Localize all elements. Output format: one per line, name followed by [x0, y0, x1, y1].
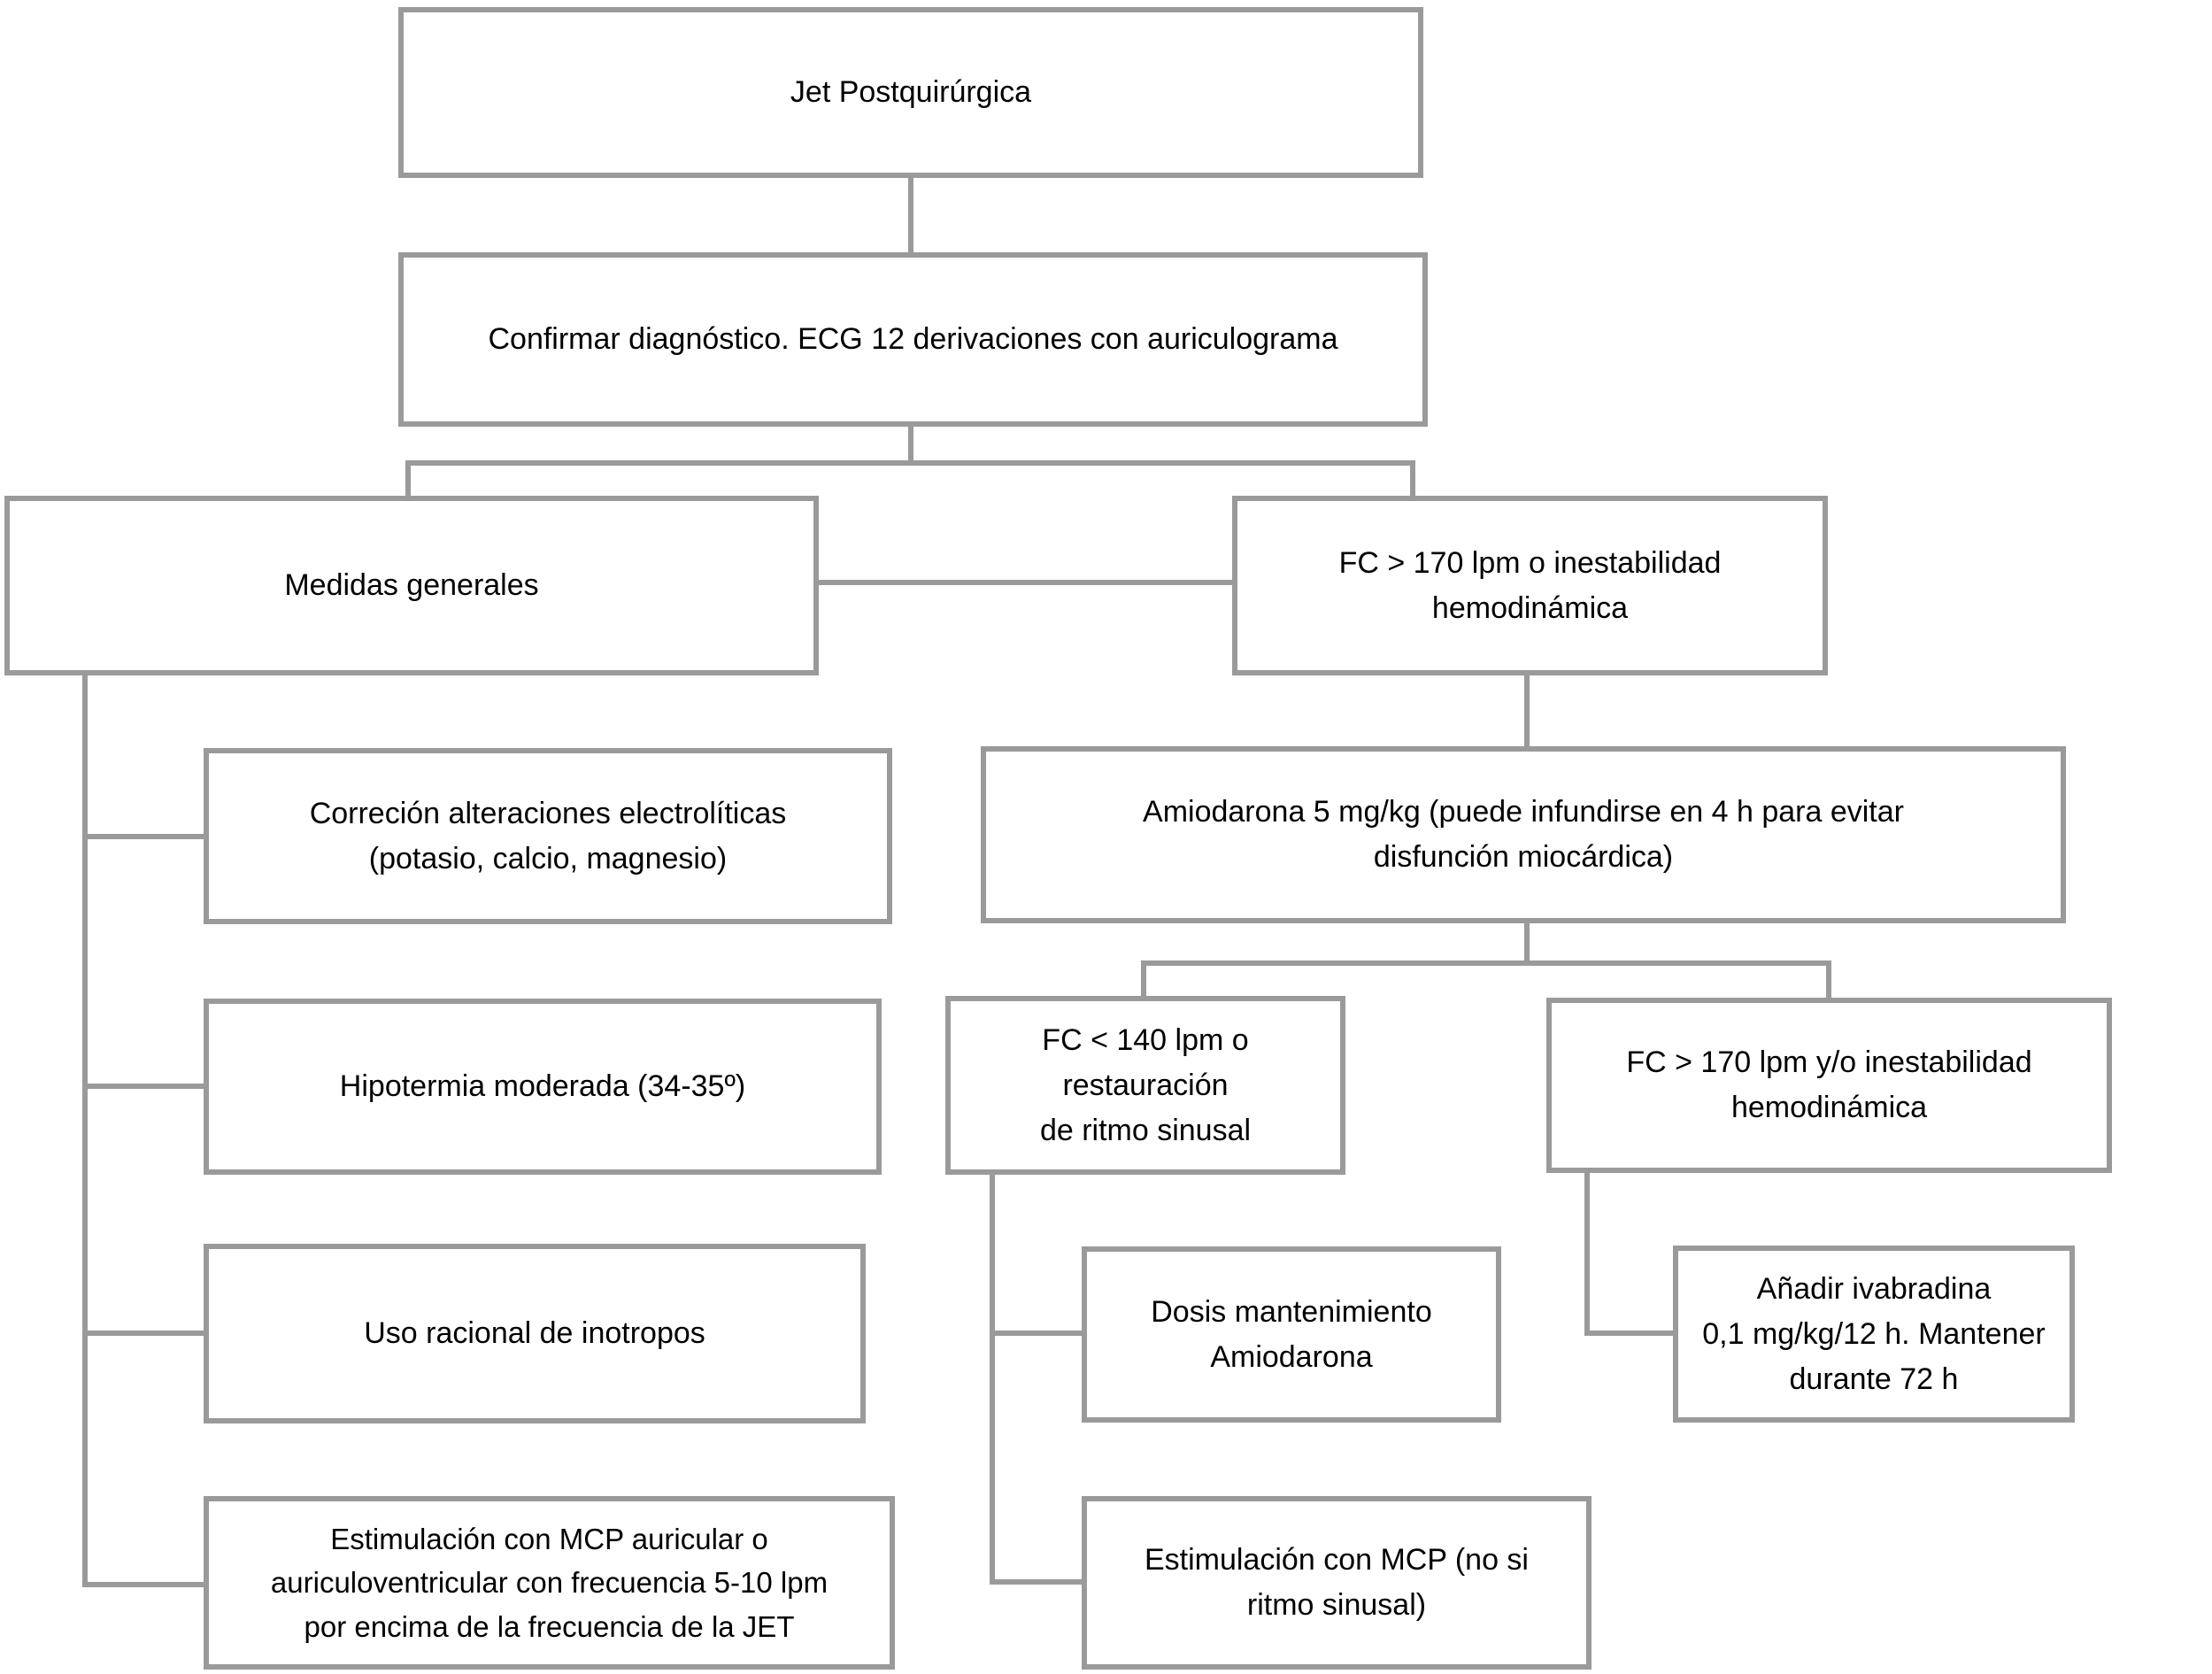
connector-stub-mcp-no-sinusal: [990, 1579, 1082, 1585]
connector-stub-mcp-auricular: [82, 1582, 204, 1587]
node-label: Uso racional de inotropos: [364, 1316, 705, 1350]
node-label: Añadir ivabradina 0,1 mg/kg/12 h. Manten…: [1702, 1271, 2046, 1396]
node-label: Amiodarona 5 mg/kg (puede infundirse en …: [1143, 795, 1904, 874]
node-label: Estimulación con MCP auricular o auricul…: [270, 1522, 829, 1643]
connector-confirmar-split-v: [908, 427, 913, 466]
connector-stub-hipotermia: [82, 1084, 204, 1089]
node-hipotermia-moderada: Hipotermia moderada (34-35º): [204, 999, 882, 1175]
connector-medidas-spine: [82, 675, 88, 1587]
node-label: Hipotermia moderada (34-35º): [339, 1069, 746, 1103]
connector-split2-left-v: [1141, 960, 1146, 998]
node-fc-menor-140: FC < 140 lpm o restauración de ritmo sin…: [945, 996, 1345, 1175]
node-label: FC < 140 lpm o restauración de ritmo sin…: [1039, 1022, 1252, 1147]
connector-split-right-v: [1410, 460, 1415, 498]
node-fc-mayor-170: FC > 170 lpm o inestabilidad hemodinámic…: [1232, 496, 1828, 675]
node-confirmar-diagnostico: Confirmar diagnóstico. ECG 12 derivacion…: [398, 252, 1428, 427]
node-label: Estimulación con MCP (no si ritmo sinusa…: [1145, 1543, 1529, 1622]
connector-amiodarona-split-bar: [1141, 960, 1831, 966]
connector-amiodarona-split-v: [1524, 923, 1530, 966]
connector-stub-correcion: [82, 834, 204, 839]
node-label: Correción alteraciones electrolíticas (p…: [309, 796, 787, 876]
node-correcion-electroliticas: Correción alteraciones electrolíticas (p…: [204, 748, 892, 924]
node-label: Confirmar diagnóstico. ECG 12 derivacion…: [488, 322, 1338, 356]
node-uso-racional-inotropos: Uso racional de inotropos: [204, 1244, 866, 1423]
connector-split-left-v: [405, 460, 411, 498]
node-amiodarona-carga: Amiodarona 5 mg/kg (puede infundirse en …: [981, 746, 2066, 923]
node-label: Jet Postquirúrgica: [790, 75, 1032, 109]
node-label: Dosis mantenimiento Amiodarona: [1151, 1294, 1432, 1374]
connector-stub-dosis: [990, 1331, 1082, 1336]
node-estimulacion-mcp-no-sinusal: Estimulación con MCP (no si ritmo sinusa…: [1082, 1496, 1592, 1670]
node-label: Medidas generales: [284, 568, 539, 602]
node-jet-postquirurgica: Jet Postquirúrgica: [398, 7, 1423, 178]
node-label: FC > 170 lpm y/o inestabilidad hemodinám…: [1626, 1045, 2032, 1124]
connector-split2-right-v: [1826, 960, 1831, 999]
connector-split-bar: [405, 460, 1415, 466]
node-dosis-mantenimiento-amiodarona: Dosis mantenimiento Amiodarona: [1082, 1246, 1501, 1423]
connector-jet-confirmar: [908, 177, 913, 255]
connector-fc140-spine: [990, 1175, 995, 1585]
node-estimulacion-mcp-auricular: Estimulación con MCP auricular o auricul…: [204, 1496, 895, 1670]
node-anadir-ivabradina: Añadir ivabradina 0,1 mg/kg/12 h. Manten…: [1673, 1246, 2075, 1423]
connector-fc170-amiodarona: [1524, 675, 1530, 748]
connector-stub-ivabradina: [1584, 1331, 1673, 1336]
connector-medidas-fc170-h: [819, 580, 1232, 585]
node-fc-mayor-170-yo: FC > 170 lpm y/o inestabilidad hemodinám…: [1546, 998, 2112, 1173]
connector-stub-inotropos: [82, 1331, 204, 1336]
connector-fc170b-spine: [1584, 1173, 1590, 1336]
node-label: FC > 170 lpm o inestabilidad hemodinámic…: [1338, 545, 1722, 625]
node-medidas-generales: Medidas generales: [4, 496, 819, 675]
